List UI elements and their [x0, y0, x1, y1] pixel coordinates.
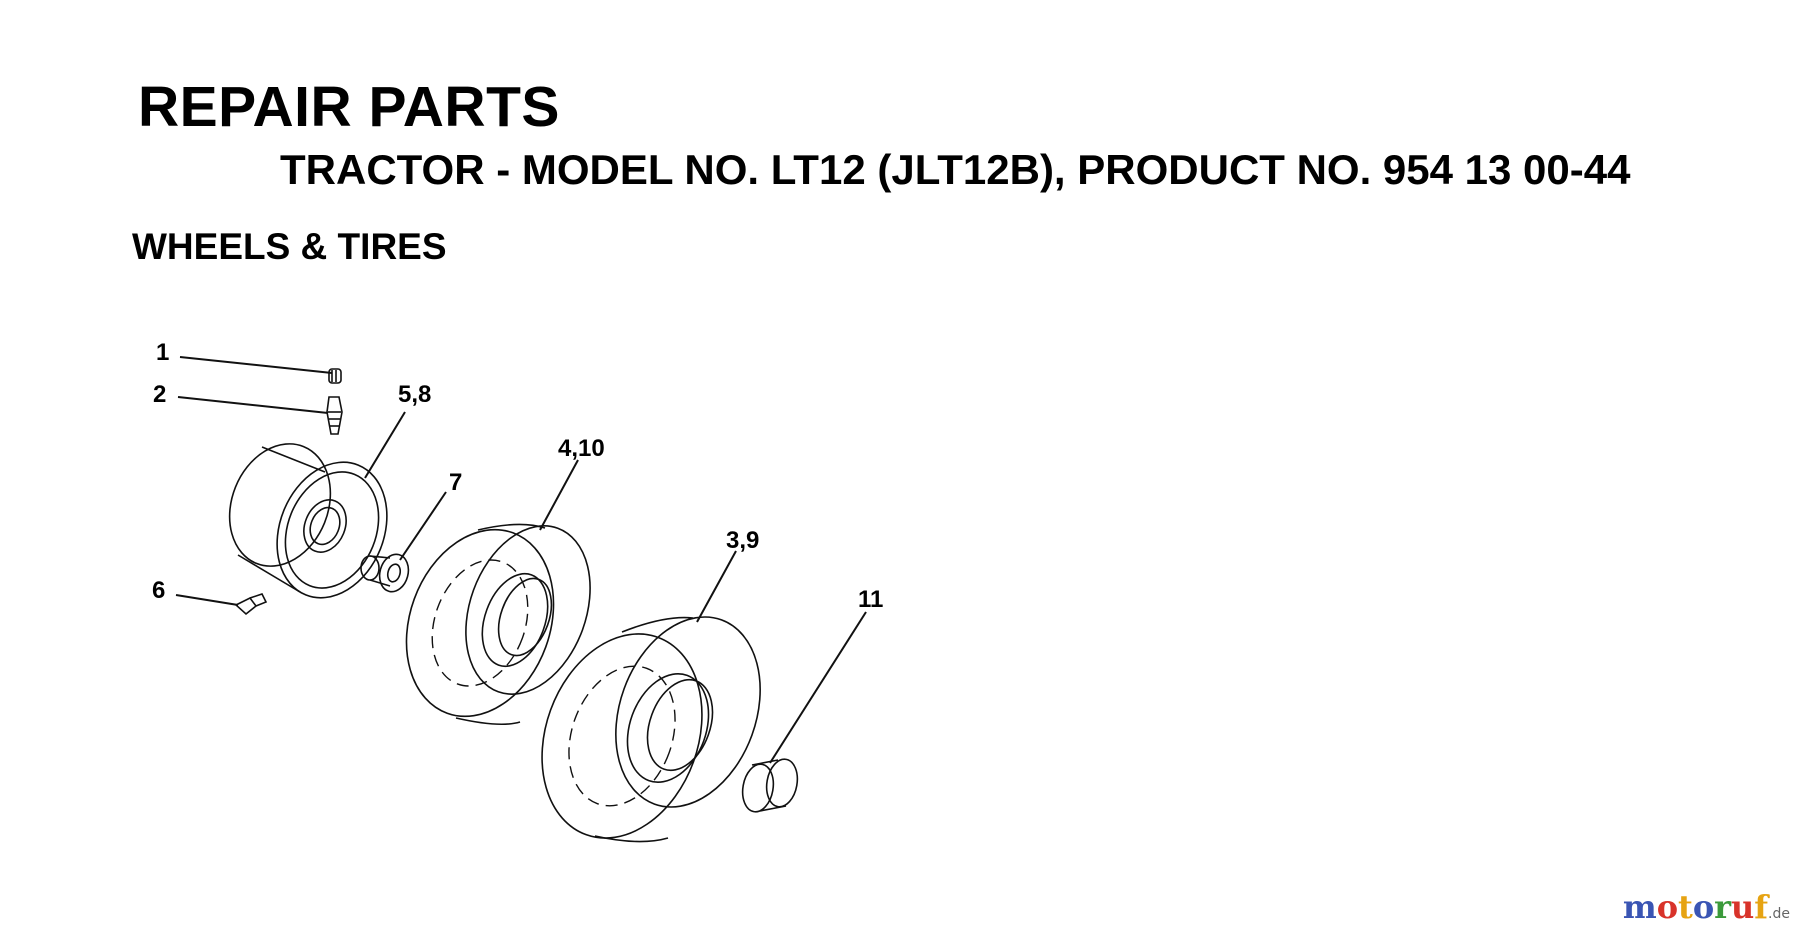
model-subtitle: TRACTOR - MODEL NO. LT12 (JLT12B), PRODU… [280, 146, 1631, 193]
bushing-part [360, 553, 410, 593]
leader-lines [175, 356, 867, 764]
leader-line-6 [175, 594, 239, 606]
watermark-letter: o [1692, 888, 1715, 926]
callout-7: 7 [449, 469, 462, 496]
watermark-letter: m [1622, 888, 1657, 926]
front-tire-part [405, 523, 591, 726]
callout-3-9: 3,9 [726, 527, 759, 554]
leader-line-2 [177, 396, 329, 414]
rear-tire-part [541, 616, 761, 843]
watermark-letter: t [1678, 888, 1693, 926]
callout-1: 1 [156, 339, 169, 366]
watermark-letter: u [1731, 888, 1755, 926]
leader-line-11 [769, 611, 867, 764]
hub-sleeve-part [741, 758, 799, 813]
leader-line-1 [179, 356, 333, 374]
watermark-tld: .de [1768, 906, 1790, 922]
section-heading: WHEELS & TIRES [132, 226, 447, 267]
callout-2: 2 [153, 381, 166, 408]
leader-line-5-8 [364, 411, 406, 479]
valve-cap-part [328, 368, 342, 384]
wheel-rim-part [228, 443, 388, 599]
callout-4-10: 4,10 [558, 435, 605, 462]
callout-5-8: 5,8 [398, 381, 431, 408]
watermark-wordmark: motoruf [1623, 888, 1768, 926]
watermark-letter: o [1656, 888, 1679, 926]
valve-stem-part [326, 396, 343, 435]
callout-6: 6 [152, 577, 165, 604]
watermark-letter: f [1754, 888, 1769, 926]
motoruf-watermark-logo: motoruf.de [1623, 888, 1790, 926]
page-title: REPAIR PARTS [138, 75, 560, 139]
watermark-letter: r [1714, 888, 1732, 926]
grease-fitting-part [234, 593, 268, 616]
leader-line-3-9 [696, 550, 737, 623]
callout-11: 11 [858, 586, 883, 613]
leader-line-7 [399, 491, 447, 561]
leader-line-4-10 [539, 459, 579, 531]
